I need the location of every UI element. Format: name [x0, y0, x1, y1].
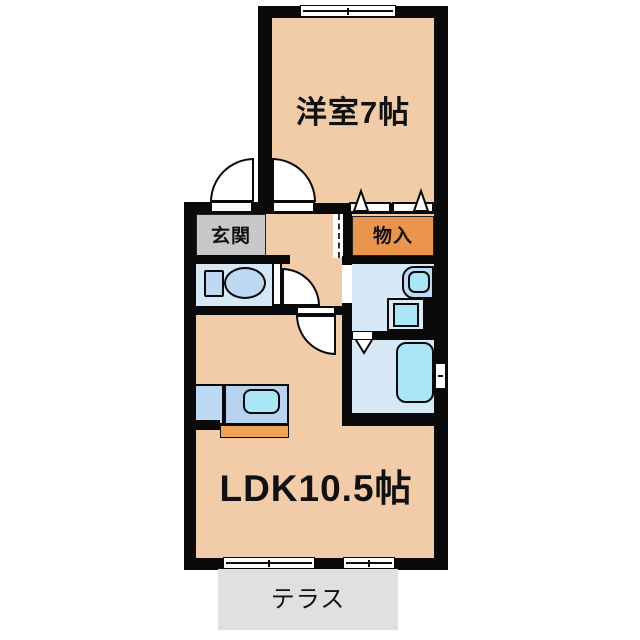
storage-closet: 物入	[352, 216, 434, 256]
closet-left-wall	[342, 214, 352, 264]
ldk-label: LDK10.5帖	[219, 468, 413, 509]
bathroom-window	[435, 363, 446, 389]
washroom-entry-opening	[342, 264, 352, 304]
hall-open-boundary	[333, 214, 343, 258]
bedroom-label: 洋室7帖	[295, 95, 411, 130]
storage-label: 物入	[372, 225, 413, 247]
kitchen-counter-left	[194, 384, 224, 425]
terrace-label: テラス	[270, 585, 346, 613]
toilet-door-leaf	[272, 262, 282, 306]
washing-machine-icon	[393, 303, 419, 327]
entrance-label: 玄関	[210, 225, 251, 247]
window-rail	[438, 375, 443, 377]
kitchen-wall-stub	[184, 420, 220, 430]
open-boundary-dashed-line	[338, 214, 340, 258]
closet-door-threshold-left	[349, 202, 391, 213]
bathroom-door-opening	[352, 331, 373, 340]
entrance-door-threshold	[210, 201, 253, 213]
storage-bottom-wall	[342, 256, 448, 264]
window-tick	[347, 7, 349, 15]
toilet-top-wall	[184, 255, 290, 264]
ldk-window-left	[223, 557, 315, 569]
closet-door-threshold-right	[392, 202, 434, 213]
toilet-bottom-wall	[184, 306, 296, 315]
kitchen-sink-icon	[243, 389, 280, 414]
bathroom-divider-wall	[352, 331, 434, 340]
entrance-door-swing-arc	[210, 158, 254, 202]
bedroom-door-threshold	[272, 201, 315, 213]
bathroom-bottom-wall	[342, 413, 448, 426]
ldk-door-leaf	[296, 306, 336, 315]
kitchen-counter-front	[220, 425, 289, 438]
entrance-area: 玄関	[196, 214, 266, 258]
ldk-window-right	[343, 557, 395, 569]
window-tick	[268, 559, 270, 567]
bathtub-icon	[396, 342, 434, 403]
washroom-left-wall	[342, 304, 352, 426]
bedroom-window	[300, 5, 396, 17]
terrace-area: テラス	[218, 569, 398, 630]
toilet-bowl-icon	[224, 267, 266, 299]
window-tick	[368, 559, 370, 567]
washbasin-sink-icon	[408, 271, 430, 293]
toilet-tank-icon	[204, 270, 224, 297]
